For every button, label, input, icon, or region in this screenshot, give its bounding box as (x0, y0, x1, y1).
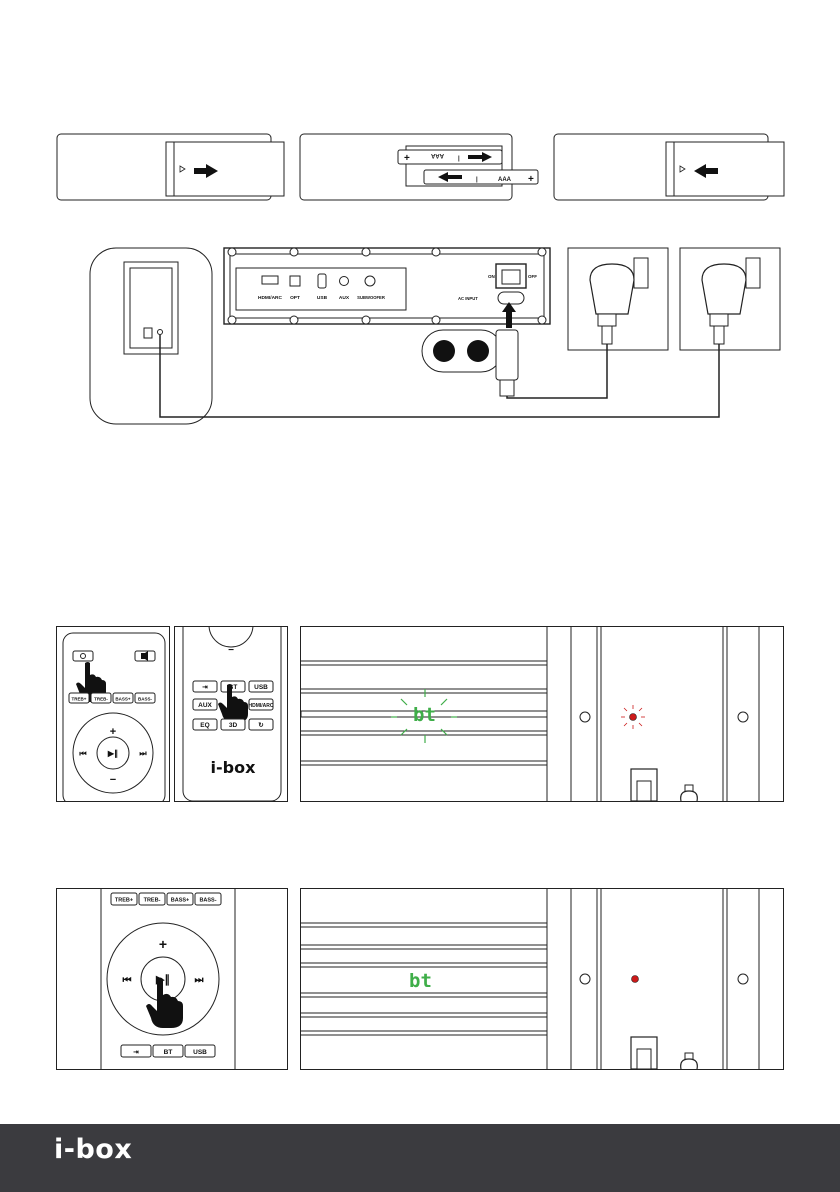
source-row-2: ⇥ BT USB (121, 1045, 215, 1057)
switch-on-label: ON (488, 274, 495, 279)
status-led (630, 714, 637, 721)
ac-socket (498, 292, 524, 304)
switch-off-label: OFF (528, 274, 537, 279)
soundbar-front-panel-1: bt (300, 626, 784, 802)
usb-label: USB (254, 684, 268, 691)
plus-sign: + (404, 153, 410, 164)
prev-label-2: ⏮ (123, 975, 132, 986)
repeat-label: ↻ (258, 722, 264, 729)
volume-down-label-2: − (228, 645, 234, 656)
battery-steps-illustration: + AAA | | AAA + (56, 132, 786, 204)
soundbar-back: HDMI/ARC OPT USB AUX SUBWOOFER ON OFF AC… (224, 248, 550, 324)
source-row: ⇥ BT USB (193, 681, 273, 692)
port-label-usb: USB (317, 295, 328, 301)
connection-illustration: HDMI/ARC OPT USB AUX SUBWOOFER ON OFF AC… (86, 240, 786, 430)
port-label-opt: OPT (290, 295, 300, 301)
aux-port (340, 277, 349, 286)
connection-diagram: HDMI/ARC OPT USB AUX SUBWOOFER ON OFF AC… (86, 240, 786, 430)
bass-plus-label-2: BASS+ (171, 898, 190, 904)
bass-minus-label-2: BASS- (199, 898, 216, 904)
next-label: ⏭ (139, 749, 147, 758)
mode-display-2: bt (409, 970, 432, 992)
3d-label: 3D (229, 722, 238, 729)
remote-bottom-illustration: − ⇥ BT USB AUX HDMI/ARC EQ 3D ↻ i-box (175, 627, 287, 801)
treb-minus-label-2: TREB- (144, 898, 161, 904)
status-led-2 (632, 976, 639, 983)
optical-port (290, 276, 300, 286)
step-close-cover (554, 134, 784, 200)
subwoofer-back (90, 248, 212, 424)
input-label-2: ⇥ (133, 1049, 139, 1056)
next-label-2: ⏭ (195, 975, 204, 986)
soundbar-front-panel-2: bt (300, 888, 784, 1070)
soundbar-front-illustration-2: bt (301, 889, 783, 1069)
footer-bar: i-box (0, 1124, 840, 1192)
volume-up-label-3: + (159, 936, 167, 952)
port-label-sub: SUBWOOFER (357, 295, 385, 300)
remote-top-illustration: TREB+ TREB- BASS+ BASS- + − ⏮ ⏭ ▶∥ (57, 627, 169, 801)
volume-down-label: − (110, 774, 116, 786)
power-button (73, 651, 93, 661)
bass-minus-label: BASS- (138, 697, 153, 702)
bt-label-2: BT (164, 1049, 173, 1056)
step-insert-batteries: + AAA | | AAA + (300, 134, 538, 200)
battery-label: AAA (430, 152, 444, 158)
usb-port (318, 274, 326, 288)
eq-row: EQ 3D ↻ (193, 719, 273, 730)
remote-brand-logo: i-box (211, 758, 257, 777)
mode-display: bt (413, 704, 436, 726)
soundbar-power-cable (507, 344, 607, 398)
battery-steps: + AAA | | AAA + (56, 132, 786, 204)
remote-play-illustration: TREB+ TREB- BASS+ BASS- + − ⏮ ⏭ ▶∥ ⇥ BT … (57, 889, 287, 1069)
remote-bottom-panel: − ⇥ BT USB AUX HDMI/ARC EQ 3D ↻ i-box (174, 626, 288, 802)
volume-up-label: + (110, 726, 116, 738)
wall-socket-1 (568, 248, 668, 350)
hdmi-arc-label: HDMI/ARC (249, 703, 274, 709)
bass-plus-label: BASS+ (115, 697, 131, 702)
battery-label-2: AAA (498, 177, 512, 183)
aux-label: AUX (198, 702, 212, 709)
remote-play-panel: TREB+ TREB- BASS+ BASS- + − ⏮ ⏭ ▶∥ ⇥ BT … (56, 888, 288, 1070)
hdmi-port (262, 276, 278, 284)
plus-sign-2: + (528, 174, 534, 185)
footer-brand-logo: i-box (54, 1134, 132, 1165)
treb-plus-label: TREB+ (72, 697, 87, 702)
eq-label: EQ (200, 722, 209, 729)
prev-label: ⏮ (79, 749, 86, 758)
playpause-label: ▶∥ (107, 749, 118, 758)
wall-socket-2 (680, 248, 780, 350)
port-label-aux: AUX (339, 295, 350, 301)
usb-label-2: USB (193, 1049, 207, 1056)
input-label: ⇥ (202, 684, 208, 691)
sub-port (365, 276, 375, 286)
step-open-cover (57, 134, 284, 200)
treb-minus-label: TREB- (94, 697, 108, 702)
soundbar-front-illustration-1: bt (301, 627, 783, 801)
remote-top-panel: TREB+ TREB- BASS+ BASS- + − ⏮ ⏭ ▶∥ (56, 626, 170, 802)
treb-plus-label-2: TREB+ (115, 898, 133, 904)
power-label: AC INPUT (458, 296, 478, 301)
port-label-hdmi: HDMI/ARC (258, 295, 283, 301)
